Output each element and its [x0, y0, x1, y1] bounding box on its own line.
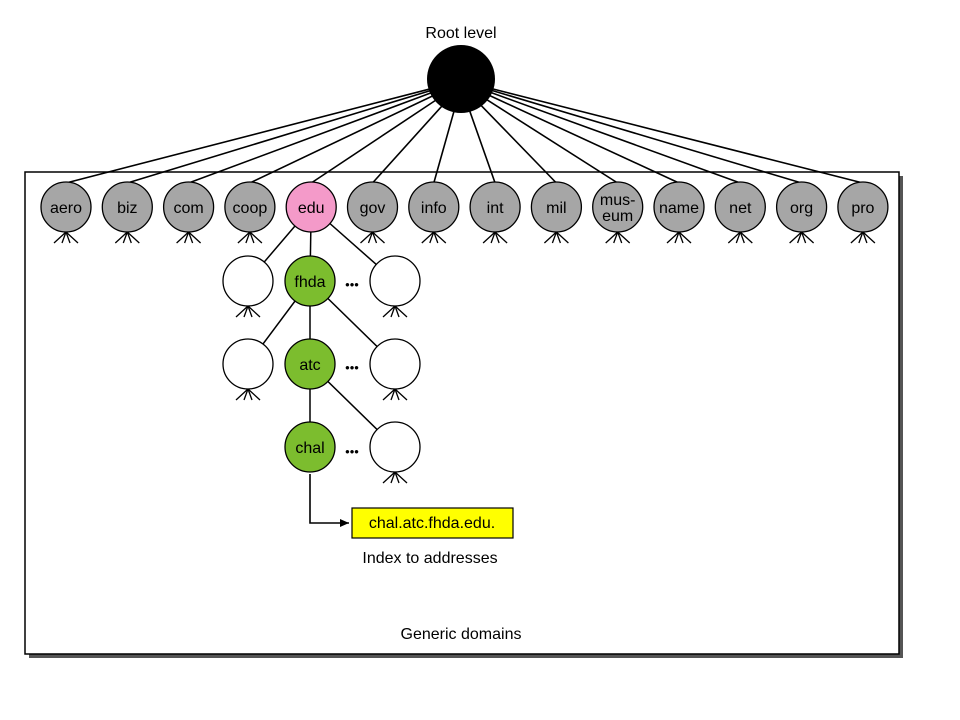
domain-node-int [469, 181, 521, 233]
domain-stub-net [727, 231, 753, 244]
domain-node-org [775, 181, 828, 233]
domain-node-coop [224, 181, 276, 233]
unnamed-node [369, 421, 421, 473]
address-box [351, 507, 514, 539]
node-label-chal: chal [295, 440, 324, 457]
domain-stub-mil [543, 231, 569, 244]
root-edge-gov [371, 103, 445, 184]
root-edge-edu [310, 98, 439, 184]
domain-stub-aero [53, 231, 79, 244]
domain-node-name [653, 181, 705, 233]
root-node [427, 45, 495, 113]
node-label-fhda: fhda [294, 274, 325, 291]
domain-label-biz: biz [117, 200, 137, 217]
domain-label-mil: mil [546, 200, 566, 217]
root-edge-mil [478, 102, 557, 184]
index-arrow [309, 474, 349, 527]
domain-stub-biz [114, 231, 140, 244]
unnamed-node [222, 338, 274, 390]
root-level-label: Root level [425, 25, 496, 42]
root-edge-name [487, 93, 680, 184]
top-level-domains: aero biz com coop edu gov info int mil mus-eum nam… [40, 181, 889, 233]
domain-stub-org [789, 231, 815, 244]
generic-domains-label: Generic domains [401, 626, 522, 643]
domain-label-aero: aero [50, 200, 82, 217]
domain-label-museum: eum [602, 208, 633, 225]
child-stubs [53, 231, 876, 484]
root-edge-net [488, 90, 741, 184]
unnamed-node-stub [382, 388, 408, 401]
unnamed-node-stub [382, 471, 408, 484]
index-to-addresses-label: Index to addresses [362, 550, 497, 567]
domain-stub-gov [360, 231, 385, 244]
domain-stub-museum [605, 231, 631, 244]
node-fhda [284, 255, 336, 307]
address-text: chal.atc.fhda.edu. [369, 515, 495, 532]
root-edge-pro [489, 87, 864, 184]
ellipsis-chal: ••• [345, 444, 359, 459]
generic-domains-panel [24, 171, 900, 655]
domain-node-gov [346, 181, 399, 233]
root-edge-info [433, 108, 456, 184]
domain-stub-coop [237, 231, 263, 244]
root-edges [65, 87, 864, 184]
root-edge-int [468, 108, 496, 184]
domain-label-pro: pro [851, 200, 874, 217]
edu-subtree: fhda atc chal [222, 255, 421, 473]
domain-node-mil [530, 181, 583, 233]
root-edge-biz [127, 89, 433, 184]
domain-label-int: int [487, 200, 504, 217]
unnamed-node [222, 255, 274, 307]
domain-label-museum: mus- [600, 192, 636, 209]
domain-node-pro [837, 181, 889, 233]
domain-stub-pro [850, 231, 876, 244]
domain-node-edu [285, 181, 337, 233]
domain-stub-com [176, 231, 202, 244]
root-edge-org [489, 88, 802, 184]
domain-label-org: org [790, 200, 813, 217]
domain-label-name: name [659, 200, 699, 217]
domain-node-net [714, 181, 766, 233]
unnamed-node [369, 338, 421, 390]
unnamed-node-stub [382, 305, 408, 318]
domain-node-museum [592, 181, 644, 233]
domain-node-aero [40, 181, 92, 233]
domain-label-com: com [173, 200, 203, 217]
domain-label-coop: coop [233, 200, 268, 217]
ellipsis-atc: ••• [345, 360, 359, 375]
domain-stub-info [421, 231, 447, 244]
root-edge-com [188, 91, 434, 184]
domain-stub-int [482, 231, 508, 244]
root-edge-coop [249, 94, 436, 184]
unnamed-node-stub [235, 388, 261, 401]
root-edge-museum [484, 97, 619, 184]
unnamed-node-stub [235, 305, 261, 318]
domain-node-com [162, 181, 215, 233]
domain-label-edu: edu [298, 200, 325, 217]
domain-label-gov: gov [360, 200, 386, 217]
unnamed-node [369, 255, 421, 307]
node-chal [284, 421, 336, 473]
domain-stub-name [666, 231, 692, 244]
root-edge-aero [65, 87, 433, 184]
domain-node-info [408, 181, 460, 233]
domain-label-net: net [729, 200, 752, 217]
node-atc [284, 338, 336, 390]
domain-label-info: info [421, 200, 447, 217]
domain-node-biz [101, 181, 153, 233]
ellipsis-fhda: ••• [345, 277, 359, 292]
node-label-atc: atc [299, 357, 320, 374]
